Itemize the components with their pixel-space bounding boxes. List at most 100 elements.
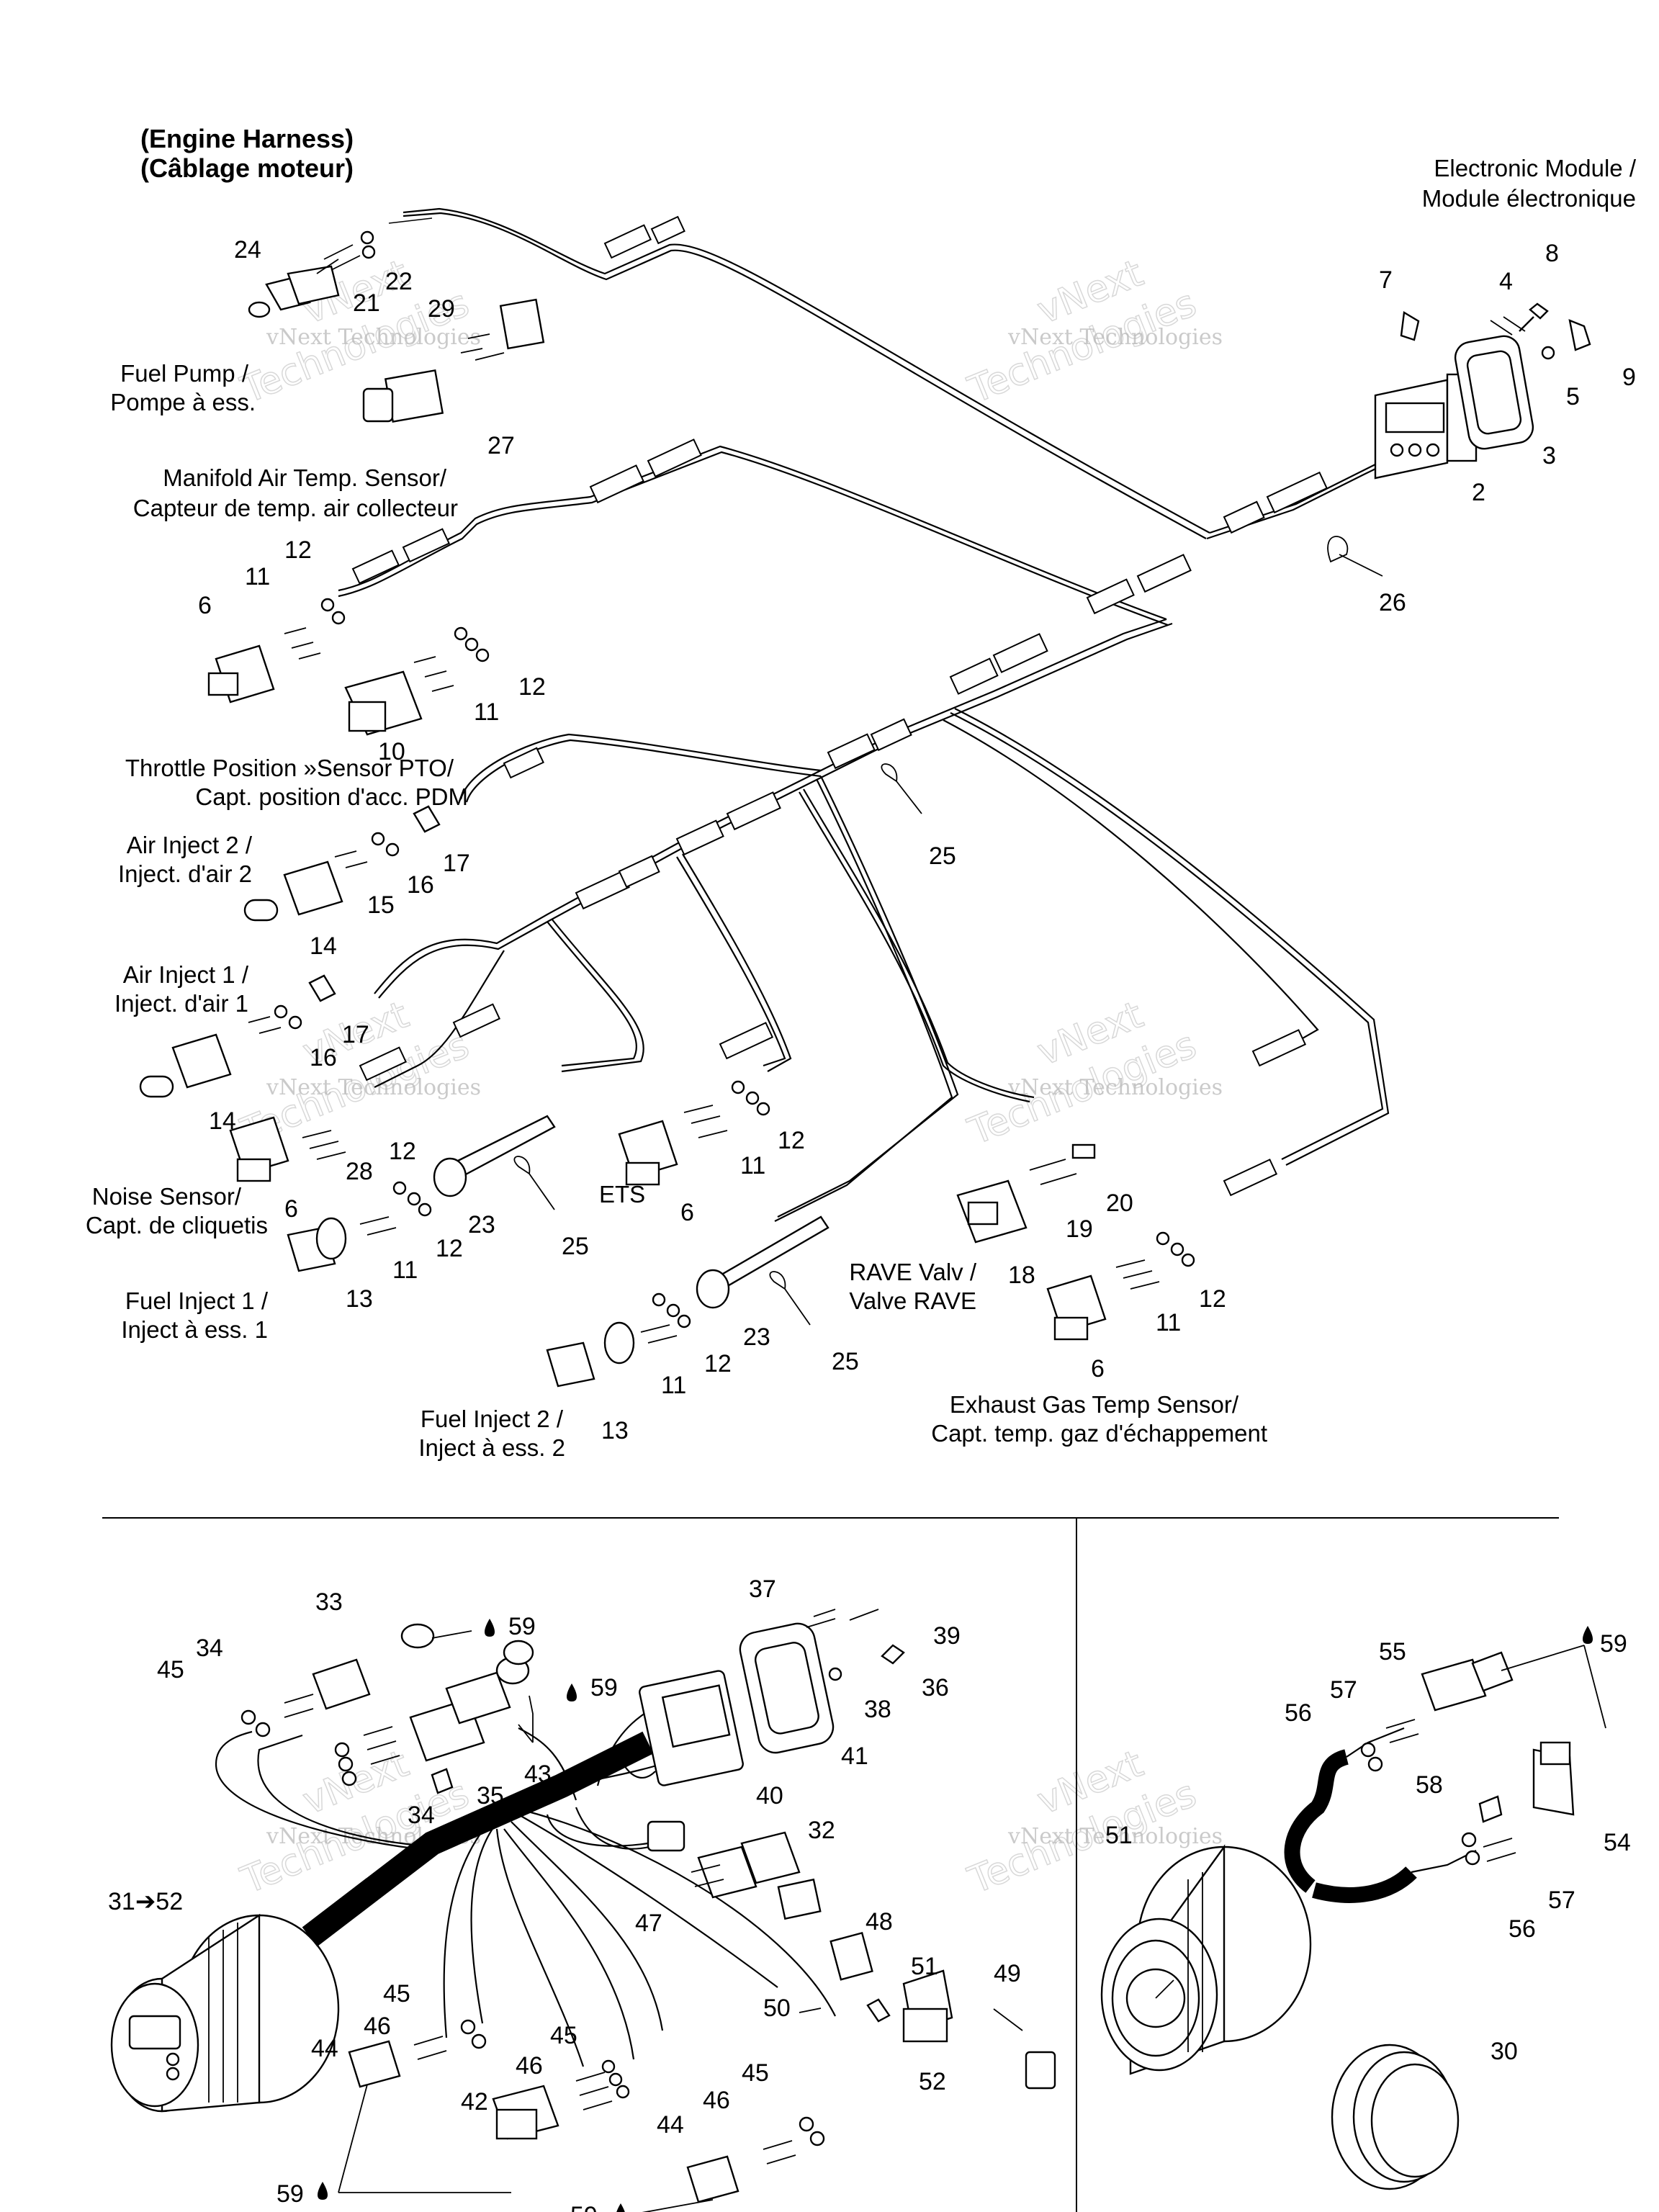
svg-text:20: 20: [1106, 1190, 1133, 1217]
svg-text:25: 25: [832, 1348, 859, 1375]
svg-text:11: 11: [740, 1152, 765, 1179]
svg-text:6: 6: [1091, 1355, 1105, 1382]
svg-text:51: 51: [1105, 1822, 1133, 1849]
engine-harness-labels: Electronic Module / Module électronique …: [86, 155, 1637, 1461]
svg-text:47: 47: [635, 1910, 662, 1937]
svg-text:21: 21: [353, 289, 380, 317]
svg-text:12: 12: [389, 1138, 416, 1165]
svg-text:48: 48: [866, 1908, 893, 1936]
svg-text:Capt. position d'acc. PDM: Capt. position d'acc. PDM: [195, 783, 468, 810]
callouts-top: 24 21 22 29 27 7 4 8 5 9 3 2 26 12 11 6 …: [198, 236, 1636, 1444]
label-rave-valve: RAVE Valv /: [849, 1259, 976, 1285]
svg-text:11: 11: [245, 563, 270, 590]
svg-text:12: 12: [778, 1127, 805, 1154]
svg-text:11: 11: [1156, 1309, 1181, 1336]
svg-text:6: 6: [680, 1199, 694, 1226]
svg-text:59: 59: [590, 1674, 618, 1701]
svg-text:45: 45: [742, 2059, 769, 2087]
svg-text:11: 11: [392, 1256, 418, 1284]
svg-text:Capt. temp. gaz d'échappement: Capt. temp. gaz d'échappement: [931, 1420, 1267, 1447]
svg-text:27: 27: [487, 432, 515, 459]
svg-text:Pompe à ess.: Pompe à ess.: [110, 389, 256, 415]
engine-harness-wires: [338, 207, 1412, 1222]
svg-text:15: 15: [367, 891, 395, 919]
svg-text:32: 32: [808, 1817, 835, 1844]
svg-text:33: 33: [315, 1588, 343, 1616]
svg-text:55: 55: [1379, 1638, 1406, 1665]
engine-harness-parts: [139, 230, 1591, 1388]
svg-text:Inject à ess. 2: Inject à ess. 2: [418, 1434, 565, 1461]
svg-text:vNext Technologies: vNext Technologies: [1007, 1824, 1223, 1849]
svg-text:12: 12: [704, 1350, 732, 1377]
svg-text:59: 59: [570, 2202, 598, 2212]
title-line-1: (Engine Harness): [140, 124, 354, 153]
title-line-2: (Câblage moteur): [140, 153, 354, 183]
svg-text:13: 13: [346, 1285, 373, 1313]
label-fuel-pump: Fuel Pump /: [120, 360, 249, 387]
svg-text:51: 51: [911, 1953, 938, 1980]
svg-text:12: 12: [1199, 1285, 1226, 1313]
label-air-inject-2: Air Inject 2 /: [127, 832, 253, 858]
svg-text:Inject. d'air 2: Inject. d'air 2: [118, 860, 252, 887]
svg-text:56: 56: [1509, 1915, 1536, 1943]
svg-text:38: 38: [864, 1696, 891, 1723]
label-noise-sensor: Noise Sensor/: [92, 1183, 242, 1210]
svg-text:41: 41: [841, 1743, 868, 1770]
svg-text:14: 14: [209, 1107, 236, 1135]
label-manifold-sensor: Manifold Air Temp. Sensor/: [163, 464, 447, 491]
svg-text:44: 44: [311, 2035, 338, 2062]
svg-text:59: 59: [1600, 1630, 1627, 1658]
svg-text:22: 22: [385, 268, 413, 295]
svg-text:59: 59: [508, 1613, 536, 1640]
svg-text:49: 49: [994, 1960, 1021, 1987]
svg-text:13: 13: [601, 1417, 629, 1444]
svg-text:39: 39: [933, 1622, 961, 1650]
svg-text:Valve RAVE: Valve RAVE: [849, 1287, 976, 1314]
svg-text:6: 6: [198, 592, 212, 619]
svg-text:57: 57: [1548, 1887, 1575, 1914]
svg-text:26: 26: [1379, 589, 1406, 616]
svg-text:45: 45: [550, 2022, 577, 2049]
svg-text:10: 10: [378, 738, 405, 765]
svg-text:5: 5: [1566, 383, 1580, 410]
svg-text:vNext Technologies: vNext Technologies: [1007, 325, 1223, 350]
label-ets: ETS: [599, 1181, 645, 1208]
svg-text:46: 46: [364, 2013, 391, 2040]
svg-text:35: 35: [477, 1782, 504, 1809]
svg-text:vNext Technologies: vNext Technologies: [1007, 1075, 1223, 1100]
svg-text:43: 43: [524, 1761, 552, 1788]
svg-text:12: 12: [284, 536, 312, 564]
svg-text:vNext Technologies: vNext Technologies: [266, 1075, 481, 1100]
svg-text:28: 28: [346, 1158, 373, 1185]
svg-text:12: 12: [436, 1235, 463, 1262]
svg-text:19: 19: [1066, 1215, 1093, 1243]
svg-text:54: 54: [1604, 1829, 1631, 1856]
svg-text:40: 40: [756, 1782, 783, 1809]
svg-text:9: 9: [1622, 364, 1636, 391]
svg-text:36: 36: [922, 1674, 949, 1701]
svg-text:4: 4: [1499, 268, 1513, 295]
svg-text:23: 23: [743, 1323, 770, 1351]
svg-text:Capteur de temp. air collecteu: Capteur de temp. air collecteur: [133, 495, 458, 521]
label-fuel-inject-2: Fuel Inject 2 /: [421, 1406, 564, 1432]
svg-text:25: 25: [562, 1233, 589, 1260]
gauge-right: [1100, 1625, 1606, 2190]
gauge-harness-left: [110, 1609, 1056, 2212]
label-exhaust-sensor: Exhaust Gas Temp Sensor/: [950, 1391, 1239, 1418]
svg-text:44: 44: [657, 2111, 684, 2139]
svg-text:58: 58: [1416, 1771, 1443, 1799]
svg-text:59: 59: [276, 2180, 304, 2208]
svg-text:8: 8: [1545, 240, 1559, 267]
svg-text:11: 11: [474, 698, 499, 726]
svg-text:50: 50: [763, 1995, 791, 2022]
svg-text:42: 42: [461, 2088, 488, 2116]
svg-text:16: 16: [310, 1044, 337, 1071]
svg-text:24: 24: [234, 236, 261, 264]
svg-text:17: 17: [342, 1021, 369, 1048]
svg-text:6: 6: [284, 1195, 298, 1223]
svg-text:56: 56: [1285, 1699, 1312, 1727]
svg-text:Capt. de cliquetis: Capt. de cliquetis: [86, 1212, 268, 1238]
svg-text:45: 45: [383, 1980, 410, 2008]
svg-text:3: 3: [1542, 442, 1556, 469]
svg-text:2: 2: [1472, 479, 1485, 506]
